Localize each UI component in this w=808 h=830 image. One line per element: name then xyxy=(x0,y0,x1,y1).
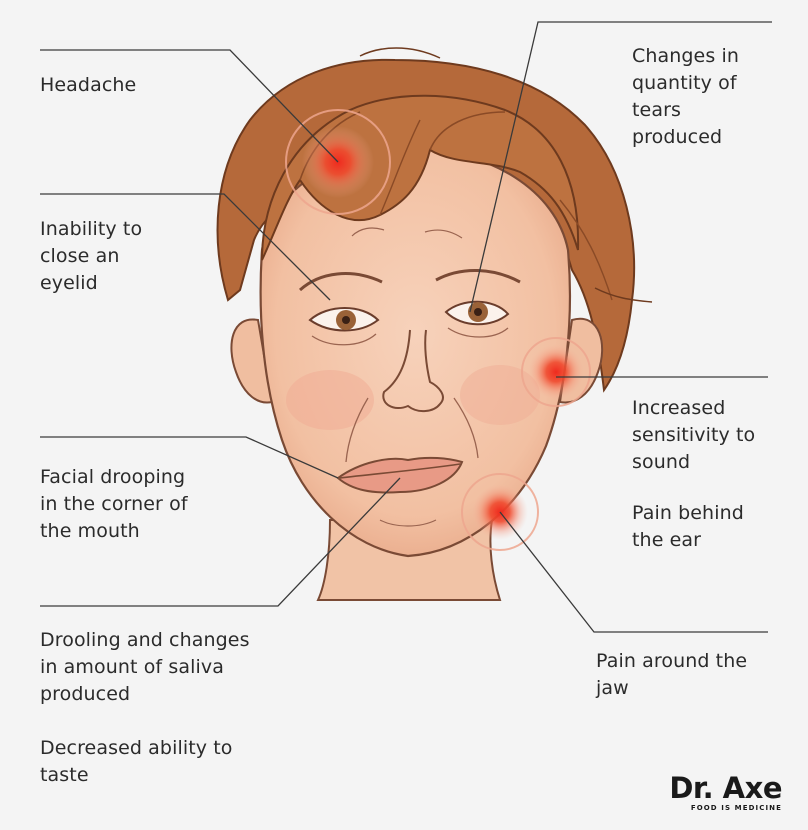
label-taste: Decreased ability to taste xyxy=(40,735,233,789)
label-tears: Changes in quantity of tears produced xyxy=(632,43,739,151)
brand-name: Dr. Axe xyxy=(664,772,782,804)
label-drooling: Drooling and changes in amount of saliva… xyxy=(40,627,250,708)
face-shape xyxy=(261,148,570,556)
label-headache: Headache xyxy=(40,72,136,99)
pain-marker-ear xyxy=(522,338,590,406)
label-sound: Increased sensitivity to sound xyxy=(632,395,755,476)
brand-logo: Dr. Axe FOOD IS MEDICINE xyxy=(664,772,782,812)
label-facial-drooping: Facial drooping in the corner of the mou… xyxy=(40,464,188,545)
face-illustration xyxy=(218,48,652,600)
brand-tagline: FOOD IS MEDICINE xyxy=(664,804,782,812)
label-jaw-pain: Pain around the jaw xyxy=(596,648,747,702)
label-eyelid: Inability to close an eyelid xyxy=(40,216,142,297)
label-ear-pain: Pain behind the ear xyxy=(632,500,744,554)
